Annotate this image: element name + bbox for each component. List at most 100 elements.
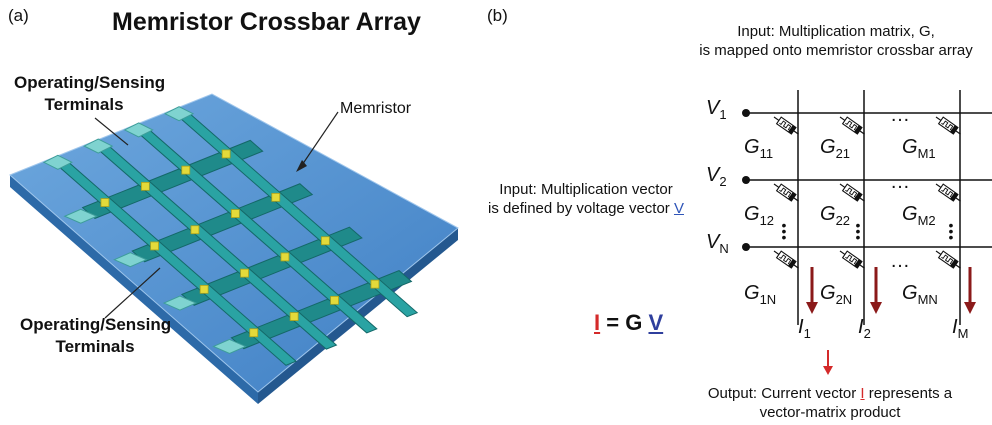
current-label-m-sub: M xyxy=(957,326,969,341)
memristor-symbol xyxy=(773,250,799,269)
output-note-suffix: represents a xyxy=(868,385,953,402)
memristor-cell xyxy=(199,284,209,294)
memristor-cell xyxy=(330,295,339,305)
voltage-label-n: VN xyxy=(706,231,729,256)
conductance-g1n: G1N xyxy=(744,282,776,307)
voltage-label-1-sub: 1 xyxy=(719,107,727,122)
g12-base: G xyxy=(744,203,760,225)
memristor-symbol xyxy=(935,183,961,202)
callout-bottom: Operating/Sensing Terminals xyxy=(20,314,172,358)
memristor-cell xyxy=(249,328,259,338)
callout-top: Operating/Sensing Terminals xyxy=(14,72,166,116)
input-vector-symbol: V xyxy=(673,200,684,217)
conductance-g12: G12 xyxy=(744,203,774,228)
equation-equals: = xyxy=(606,310,620,335)
voltage-label-1: V1 xyxy=(706,97,727,122)
g12-sub: 12 xyxy=(759,213,775,228)
current-label-2-sub: 2 xyxy=(863,326,871,341)
vertical-ellipsis-col-1: ••• xyxy=(781,217,787,245)
memristor-label: Memristor xyxy=(340,100,412,117)
gm2-base: G xyxy=(902,203,918,225)
conductance-g2n: G2N xyxy=(820,282,852,307)
callout-bottom-leader xyxy=(104,267,161,319)
current-label-2-base: I xyxy=(858,316,864,338)
current-arrow-2-head xyxy=(870,302,882,314)
memristor-cell xyxy=(230,209,240,218)
memristor-cell xyxy=(240,268,249,278)
current-label-m: IM xyxy=(952,316,968,341)
input-vector-note: Input: Multiplication vector is defined … xyxy=(466,180,706,218)
crossbar-schematic xyxy=(742,90,992,325)
g2n-sub: 2N xyxy=(835,292,853,307)
input-vector-note-text: is defined by voltage vector xyxy=(488,200,670,217)
memristor-cell xyxy=(190,225,200,235)
memristor-cell xyxy=(271,192,281,202)
memristor-symbol xyxy=(935,250,961,269)
crossbar-array-illustration xyxy=(9,93,459,404)
current-arrow-m-head xyxy=(964,302,976,314)
input-node-2 xyxy=(742,176,750,184)
callout-top-line1: Operating/Sensing xyxy=(14,73,166,92)
gm1-sub: M1 xyxy=(917,146,936,161)
equation-v: V xyxy=(648,310,664,335)
callout-bottom-line2: Terminals xyxy=(55,337,135,356)
conductance-gm2: GM2 xyxy=(902,203,936,228)
terminal-pad xyxy=(212,338,247,355)
voltage-label-1-base: V xyxy=(706,97,720,119)
memristor-cell xyxy=(320,236,330,246)
vertical-ellipsis-col-2: ••• xyxy=(855,217,861,245)
panel-b-label: (b) xyxy=(487,6,508,25)
terminal-pad xyxy=(113,252,148,268)
callout-bottom-line1: Operating/Sensing xyxy=(20,315,172,334)
callout-top-line2: Terminals xyxy=(44,95,124,114)
g11-sub: 11 xyxy=(759,146,774,161)
input-matrix-note: Input: Multiplication matrix, G, is mapp… xyxy=(686,22,986,60)
terminal-pad xyxy=(162,295,198,311)
ellipsis-row-1: … xyxy=(890,104,911,126)
conductance-g21: G21 xyxy=(820,136,850,161)
g1n-sub: 1N xyxy=(759,292,777,307)
g22-sub: 22 xyxy=(835,213,851,228)
input-vector-note-line1: Input: Multiplication vector xyxy=(499,181,673,198)
terminal-pad xyxy=(163,106,195,122)
memristor-cell xyxy=(181,165,191,175)
gm2-sub: M2 xyxy=(917,213,936,228)
voltage-label-n-base: V xyxy=(706,231,720,253)
memristor-symbol xyxy=(773,183,799,202)
terminal-pad xyxy=(83,138,114,154)
memristor-symbol xyxy=(773,116,799,135)
memristor-cell xyxy=(289,312,299,321)
memristor-leader-arrow xyxy=(296,160,307,172)
input-node-n xyxy=(742,243,750,251)
memristor-cell xyxy=(370,279,380,289)
conductance-gmn: GMN xyxy=(902,282,938,307)
output-note-line1: Output: Current vector I represents a xyxy=(680,384,980,403)
vertical-ellipsis-col-m: ••• xyxy=(948,217,954,245)
gm1-base: G xyxy=(902,136,918,158)
panel-a-label: (a) xyxy=(8,6,29,25)
g21-sub: 21 xyxy=(835,146,851,161)
current-arrow-1-head xyxy=(806,302,818,314)
conductance-g11: G11 xyxy=(744,136,773,161)
voltage-label-n-sub: N xyxy=(719,241,729,256)
callout-top-leader xyxy=(94,117,129,146)
input-node-1 xyxy=(742,109,750,117)
g2n-base: G xyxy=(820,282,836,304)
memristor-symbol xyxy=(839,250,865,269)
current-label-1-sub: 1 xyxy=(803,326,811,341)
gmn-sub: MN xyxy=(917,292,938,307)
memristor-cell xyxy=(280,252,290,262)
g22-base: G xyxy=(820,203,836,225)
memristor-symbol xyxy=(839,183,865,202)
terminal-pad xyxy=(42,154,73,170)
terminal-pad xyxy=(63,208,98,224)
g21-base: G xyxy=(820,136,836,158)
g11-base: G xyxy=(744,136,760,158)
current-label-1-base: I xyxy=(798,316,804,338)
output-note-symbol: I xyxy=(860,385,865,402)
equation: I = G V xyxy=(594,310,663,336)
memristor-symbol xyxy=(839,116,865,135)
memristor-symbol xyxy=(935,116,961,135)
current-label-m-base: I xyxy=(952,316,958,338)
memristor-cell xyxy=(221,149,231,159)
